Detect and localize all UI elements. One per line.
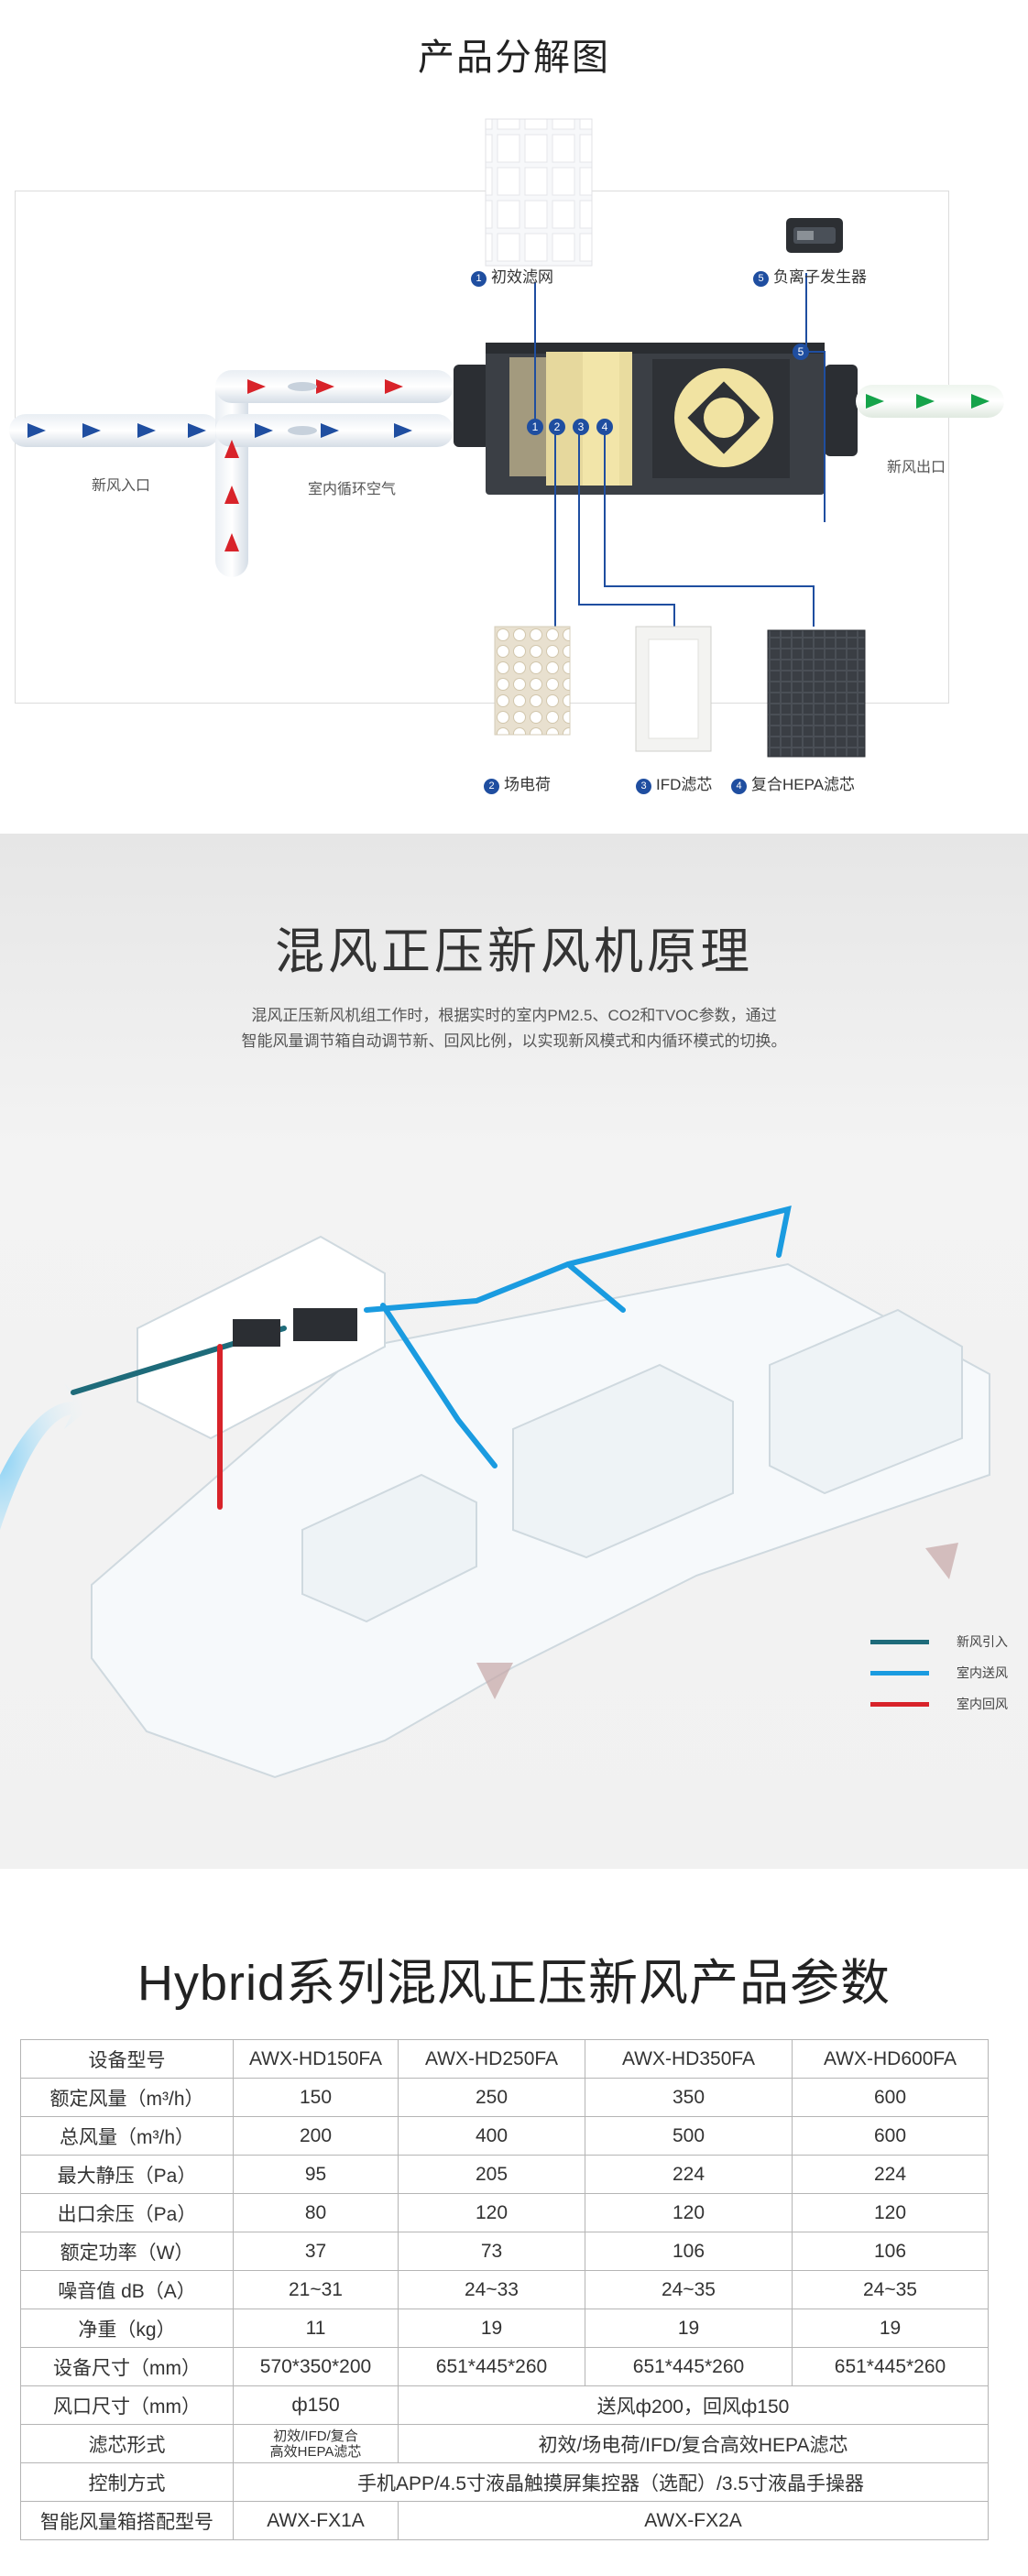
exploded-view-title: 产品分解图 — [418, 38, 610, 78]
outlet-duct — [856, 385, 1004, 418]
house-airflow-diagram — [0, 1205, 990, 1779]
unit-marker-1: 1 — [531, 420, 539, 433]
fresh-air-unit-cutaway — [454, 343, 858, 495]
specs-section: Hybrid系列混风正压新风产品参数 设备型号 AWX-HD150FA AWX-… — [0, 1869, 1028, 2576]
spec-table: 设备型号 AWX-HD150FA AWX-HD250FA AWX-HD350FA… — [20, 2039, 989, 2540]
table-row-duct: 风口尺寸（mm） ф150 送风ф200，回风ф150 — [20, 2385, 989, 2425]
table-row-filter: 滤芯形式 初效/IFD/复合 高效HEPA滤芯 初效/场电荷/IFD/复合高效H… — [20, 2424, 989, 2463]
unit-marker-4: 4 — [601, 420, 608, 433]
principle-section: 混风正压新风机原理 混风正压新风机组工作时，根据实时的室内PM2.5、CO2和T… — [0, 834, 1028, 1869]
table-header-row: 设备型号 AWX-HD150FA AWX-HD250FA AWX-HD350FA… — [20, 2039, 989, 2079]
hepa-filter-image — [767, 629, 866, 758]
inlet-label: 新风入口 — [92, 478, 151, 494]
header-model: AWX-HD150FA — [233, 2039, 399, 2079]
principle-desc-line-2: 智能风量调节箱自动调节新、回风比例，以实现新风模式和内循环模式的切换。 — [241, 1032, 787, 1050]
header-model: AWX-HD600FA — [792, 2039, 989, 2079]
leader-lines — [534, 273, 826, 627]
mixing-box — [233, 1319, 280, 1347]
primary-filter-image — [485, 118, 593, 267]
fresh-air-inflow — [0, 1383, 92, 1530]
legend-fresh-intake: 新风引入 — [870, 1632, 1017, 1651]
unit-marker-5: 5 — [797, 345, 804, 358]
principle-title: 混风正压新风机原理 — [275, 924, 753, 979]
exploded-diagram — [9, 118, 1004, 758]
exhaust-arrow-1 — [476, 1663, 513, 1699]
duct-routes — [71, 1205, 792, 1510]
electret-filter-image — [494, 626, 571, 736]
specs-title: Hybrid系列混风正压新风产品参数 — [137, 1956, 891, 2011]
floor-plan — [91, 1235, 990, 1779]
unit-marker-3: 3 — [577, 420, 585, 433]
unit-marker-2: 2 — [553, 420, 561, 433]
table-row-box: 智能风量箱搭配型号 AWX-FX1A AWX-FX2A — [20, 2501, 989, 2540]
legend-swatch — [870, 1640, 929, 1644]
header-model: AWX-HD250FA — [398, 2039, 585, 2079]
ifd-filter-image — [635, 626, 712, 752]
header-model: AWX-HD350FA — [585, 2039, 793, 2079]
recirculation-label: 室内循环空气 — [308, 482, 397, 497]
table-row-control: 控制方式 手机APP/4.5寸液晶触摸屏集控器（选配）/3.5寸液晶手操器 — [20, 2462, 989, 2502]
principle-desc-line-1: 混风正压新风机组工作时，根据实时的室内PM2.5、CO2和TVOC参数，通过 — [251, 1007, 777, 1024]
legend-swatch — [870, 1702, 929, 1707]
legend-supply: 室内送风 — [870, 1664, 1017, 1682]
legend-return: 室内回风 — [870, 1695, 1017, 1713]
outlet-label: 新风出口 — [887, 460, 946, 475]
diagram-frame — [15, 191, 949, 704]
fresh-air-unit — [293, 1308, 357, 1341]
header-label: 设备型号 — [20, 2039, 234, 2079]
unit-markers — [527, 344, 809, 435]
recirculation-duct — [215, 370, 454, 577]
exhaust-arrow-2 — [925, 1543, 958, 1579]
legend-swatch — [870, 1671, 929, 1675]
inlet-duct — [9, 414, 220, 447]
ion-generator-image — [786, 218, 843, 253]
exploded-view-section: 产品分解图 — [0, 0, 1028, 834]
